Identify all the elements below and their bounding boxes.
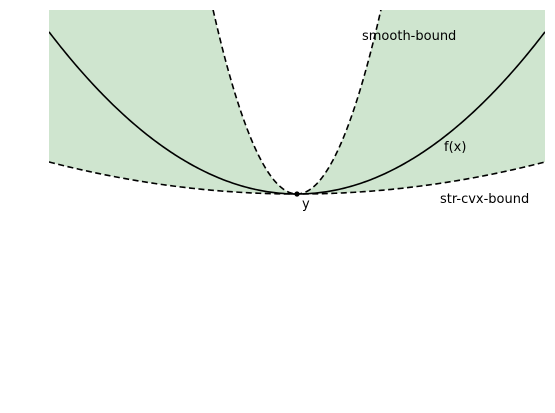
point-label: y bbox=[302, 197, 310, 212]
smooth-bound-label: smooth-bound bbox=[362, 29, 456, 44]
shaded-band-region bbox=[49, 10, 545, 194]
strong-convexity-bound-label: str-cvx-bound bbox=[440, 192, 529, 207]
function-label: f(x) bbox=[444, 140, 466, 155]
minimizer-point bbox=[294, 191, 300, 197]
